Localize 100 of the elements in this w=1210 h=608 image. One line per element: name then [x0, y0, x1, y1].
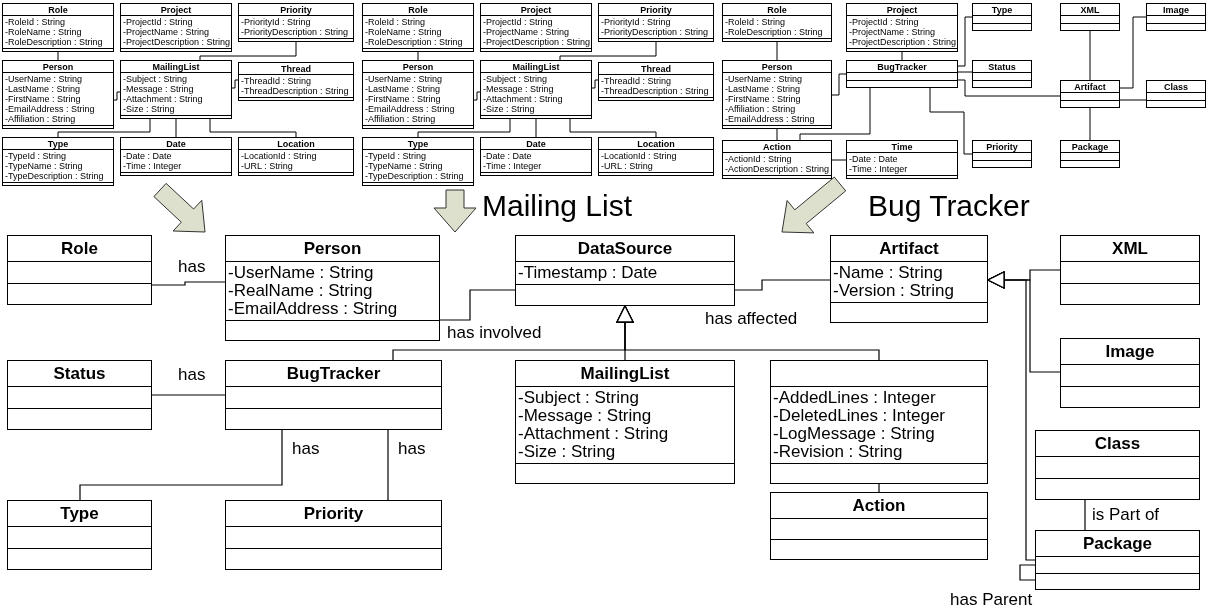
association-line [473, 91, 481, 101]
class-name: Type [47, 138, 69, 149]
attribute-text: -URL : String [241, 161, 293, 171]
class-box [770, 360, 988, 484]
association-line [1119, 16, 1147, 89]
class-box [2, 3, 114, 52]
class-name: XML [1112, 239, 1148, 258]
attribute-text: -ThreadDescription : String [601, 86, 709, 96]
class-box [1060, 338, 1200, 408]
class-name: Artifact [1074, 81, 1106, 92]
attribute-text: -UserName : String [725, 74, 803, 84]
class-name: Role [61, 239, 98, 258]
class-box [722, 140, 832, 179]
class-box [480, 3, 592, 52]
attribute-text: -FirstName : String [5, 94, 81, 104]
association-line [79, 429, 283, 501]
attribute-text: -ProjectId : String [849, 17, 919, 27]
attribute-text: -Affiliation : String [5, 114, 76, 124]
attribute-text: -Date : Date [483, 151, 532, 161]
attribute-text: -RoleId : String [5, 17, 66, 27]
class-box [480, 60, 592, 119]
association-line [57, 118, 151, 138]
association-line [957, 71, 973, 73]
attribute-text: -RoleDescription : String [5, 37, 103, 47]
class-name: Priority [986, 141, 1018, 152]
attribute-text: -Attachment : String [518, 425, 669, 443]
class-box [830, 235, 988, 323]
class-box [1060, 235, 1200, 305]
class-name: Role [767, 4, 787, 15]
association-line [113, 91, 121, 101]
class-box [846, 140, 958, 179]
class-name: Project [160, 4, 192, 15]
association-line [1089, 30, 1091, 81]
class-box [7, 360, 152, 430]
class-box [7, 500, 152, 570]
attribute-text: -URL : String [601, 161, 653, 171]
association-line [559, 41, 657, 61]
attribute-text: -Date : Date [849, 154, 898, 164]
class-box [972, 3, 1032, 31]
class-box [480, 137, 592, 176]
block-arrow [433, 189, 477, 233]
class-name: Thread [641, 63, 671, 74]
attribute-text: -Message : String [483, 84, 554, 94]
attribute-text: -RealName : String [228, 282, 373, 300]
attribute-text: -RoleName : String [5, 27, 82, 37]
class-box [846, 60, 958, 88]
class-box [722, 60, 832, 129]
attribute-text: -TypeId : String [5, 151, 67, 161]
block-arrow [153, 182, 206, 233]
class-name: Type [991, 4, 1013, 15]
class-name: Date [526, 138, 546, 149]
class-box [2, 60, 114, 129]
class-box [7, 235, 152, 305]
class-box [972, 60, 1032, 88]
class-box [515, 360, 735, 484]
attribute-text: -LastName : String [5, 84, 81, 94]
class-box [1035, 530, 1200, 590]
class-name: Location [277, 138, 315, 149]
attribute-text: -Size : String [518, 443, 616, 461]
class-name: Person [42, 61, 74, 72]
attribute-text: -UserName : String [5, 74, 83, 84]
class-name: Artifact [879, 239, 939, 258]
attribute-text: -Version : String [833, 282, 954, 300]
class-box [238, 137, 354, 176]
attribute-text: -Affiliation : String [365, 114, 436, 124]
class-name: Thread [281, 63, 311, 74]
attribute-text: -TypeDescription : String [5, 171, 104, 181]
class-box [515, 235, 735, 306]
attribute-text: -Timestamp : Date [518, 264, 658, 282]
class-name: Action [852, 496, 906, 515]
attribute-text: -TypeId : String [365, 151, 427, 161]
class-box [120, 137, 232, 176]
attribute-text: -ProjectDescription : String [849, 37, 957, 47]
attribute-text: -Subject : String [483, 74, 548, 84]
class-name: Package [1083, 534, 1152, 553]
attribute-text: -ThreadId : String [241, 76, 312, 86]
association-line [231, 79, 239, 89]
class-name: Status [53, 364, 106, 383]
attribute-text: -ProjectName : String [123, 27, 210, 37]
class-box [846, 3, 958, 52]
class-name: Priority [640, 4, 672, 15]
association-line [776, 41, 778, 61]
caption-text: Mailing List [482, 190, 633, 222]
attribute-text: -UserName : String [228, 264, 374, 282]
class-name: Status [988, 61, 1016, 72]
class-box [120, 60, 232, 119]
attribute-text: -RoleName : String [365, 27, 442, 37]
class-box [1146, 80, 1206, 108]
class-name: Person [402, 61, 434, 72]
attribute-text: -PriorityId : String [601, 17, 671, 27]
attribute-text: -Time : Integer [483, 161, 542, 171]
attribute-text: -Size : String [483, 104, 535, 114]
class-box [238, 62, 354, 101]
class-name: Package [1071, 141, 1109, 152]
class-box [598, 3, 714, 42]
class-name: Priority [280, 4, 312, 15]
class-box [1060, 80, 1120, 108]
attribute-text: -ActionDescription : String [725, 164, 830, 174]
association-line [734, 279, 831, 291]
association-line [569, 118, 657, 138]
